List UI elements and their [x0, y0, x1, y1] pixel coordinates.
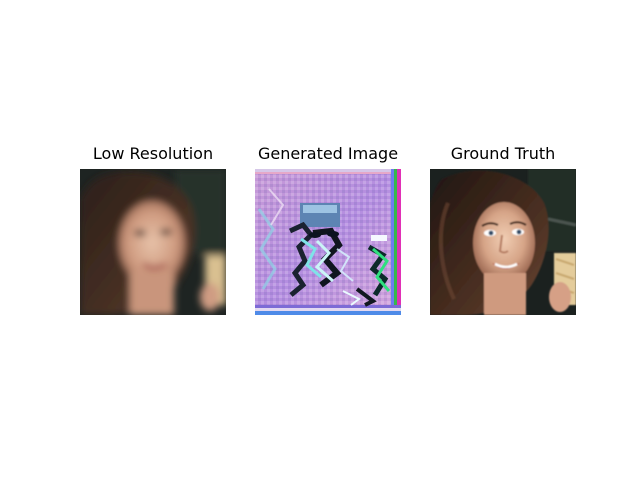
low-resolution-image	[80, 169, 226, 315]
panel-low-resolution: Low Resolution	[80, 140, 226, 315]
panel-ground-truth: Ground Truth	[430, 140, 576, 315]
panel-generated-image: Generated Image	[255, 140, 401, 315]
generated-image	[255, 169, 401, 315]
panel-title-ground-truth: Ground Truth	[450, 144, 556, 163]
panel-title-generated-image: Generated Image	[257, 144, 399, 163]
ground-truth-image	[430, 169, 576, 315]
panel-title-low-resolution: Low Resolution	[92, 144, 214, 163]
